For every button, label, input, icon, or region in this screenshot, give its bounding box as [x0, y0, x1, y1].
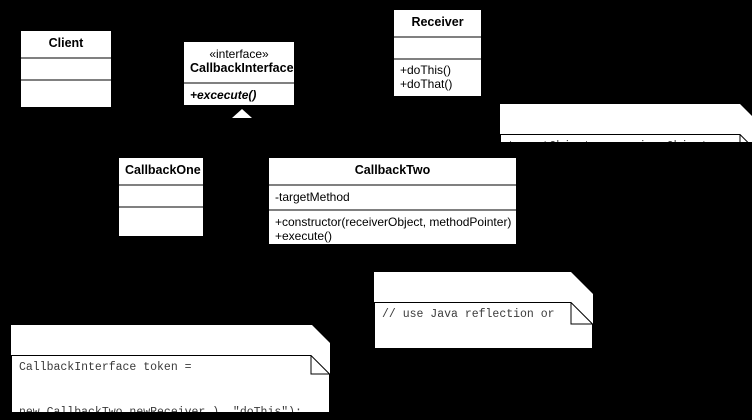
note-line: // to member function	[382, 398, 527, 411]
note-line: // C++ or Delphi pointer	[382, 353, 548, 366]
note-line: CallbackInterface token =	[19, 361, 192, 374]
class-title-text: CallbackOne	[125, 163, 201, 177]
class-attributes-callbacktwo: -targetMethod	[269, 184, 516, 209]
note-assignment[interactable]: targetObject = receiverObject; targetMet…	[500, 104, 752, 142]
operation-constructor: +constructor(receiverObject, methodPoint…	[275, 215, 512, 229]
note-line: targetMethod = methodPointer;	[508, 185, 709, 198]
class-box-callbackinterface[interactable]: «interface» CallbackInterface +excecute(…	[183, 41, 295, 106]
class-title-text: Receiver	[411, 15, 464, 29]
operation-execute: +execute()	[275, 229, 333, 243]
note-line: new CallbackTwo newReceiver ), "doThis")…	[19, 406, 302, 419]
class-box-callbacktwo[interactable]: CallbackTwo -targetMethod +constructor(r…	[268, 157, 517, 245]
class-title-text: CallbackTwo	[354, 163, 431, 177]
operation-dothat: +doThat()	[400, 77, 453, 91]
class-box-callbackone[interactable]: CallbackOne	[118, 157, 204, 237]
class-name-callbackinterface: «interface» CallbackInterface	[184, 42, 294, 82]
class-title-text: Client	[48, 36, 84, 50]
note-usage[interactable]: CallbackInterface token = new CallbackTw…	[11, 325, 330, 412]
class-attributes-client	[21, 57, 111, 79]
operation-dothis: +doThis()	[400, 63, 452, 77]
class-name-callbacktwo: CallbackTwo	[269, 158, 516, 184]
operation-excecute: +excecute()	[190, 88, 257, 102]
class-operations-callbackinterface: +excecute()	[184, 82, 294, 105]
class-operations-callbackone	[119, 206, 203, 228]
class-box-receiver[interactable]: Receiver +doThis() +doThat()	[393, 9, 482, 97]
class-operations-callbacktwo: +constructor(receiverObject, methodPoint…	[269, 209, 516, 248]
class-operations-receiver: +doThis() +doThat()	[394, 58, 481, 94]
class-name-callbackone: CallbackOne	[119, 158, 203, 184]
class-box-client[interactable]: Client	[20, 30, 112, 108]
class-operations-client	[21, 79, 111, 101]
class-name-client: Client	[21, 31, 111, 57]
class-attributes-callbackone	[119, 184, 203, 206]
class-name-receiver: Receiver	[394, 10, 481, 36]
note-line: targetObject = receiverObject;	[508, 140, 716, 153]
generalization-arrowhead-icon	[232, 109, 252, 118]
attribute-targetmethod: -targetMethod	[275, 190, 350, 204]
class-attributes-receiver	[394, 36, 481, 58]
class-title-text: CallbackInterface	[190, 61, 294, 75]
note-reflection[interactable]: // use Java reflection or // C++ or Delp…	[374, 272, 593, 348]
class-stereotype-text: «interface»	[209, 47, 269, 61]
note-line: // use Java reflection or	[382, 308, 555, 321]
note-border	[500, 104, 752, 142]
